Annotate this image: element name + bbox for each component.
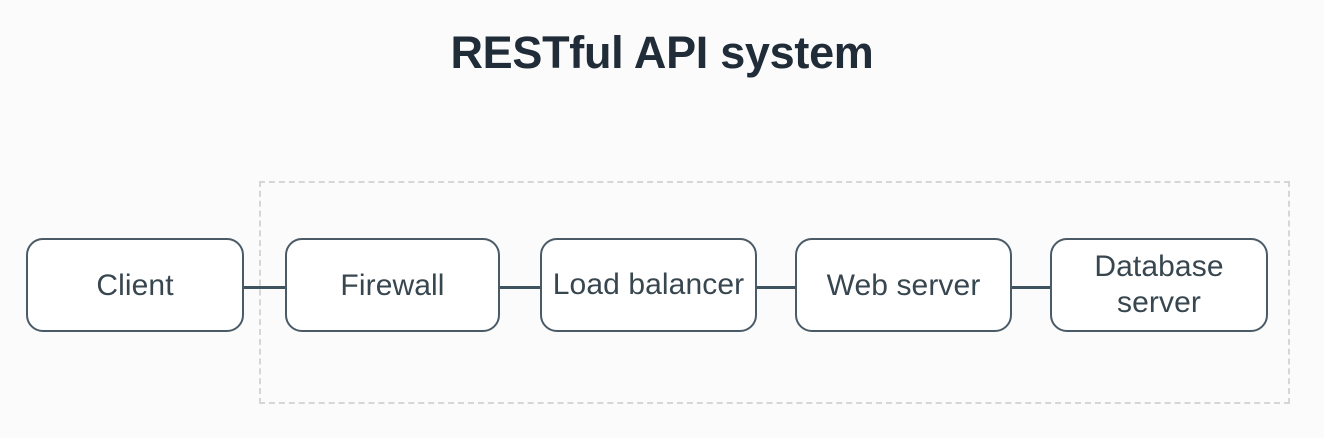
connector-client-to-firewall: [244, 286, 285, 289]
node-database-server-label: Database server: [1094, 250, 1224, 319]
node-database-server[interactable]: Database server: [1050, 238, 1268, 332]
node-web-server[interactable]: Web server: [795, 238, 1012, 332]
node-firewall-label: Firewall: [340, 268, 445, 302]
node-load-balancer-label: Load balancer: [552, 268, 745, 301]
page-title: RESTful API system: [450, 27, 874, 78]
node-load-balancer[interactable]: Load balancer: [540, 238, 757, 332]
node-web-server-label: Web server: [826, 268, 981, 302]
connector-load-balancer-to-web-server: [757, 286, 795, 289]
connector-web-server-to-database-server: [1012, 286, 1050, 289]
node-firewall[interactable]: Firewall: [285, 238, 500, 332]
connector-firewall-to-load-balancer: [500, 286, 540, 289]
node-client[interactable]: Client: [26, 238, 244, 332]
node-client-label: Client: [96, 268, 174, 302]
